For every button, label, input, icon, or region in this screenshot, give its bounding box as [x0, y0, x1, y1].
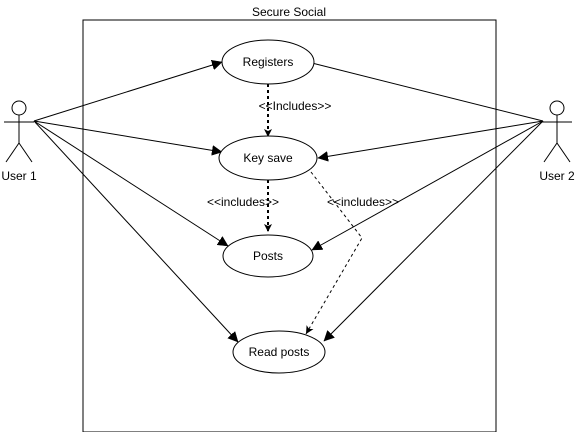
actor-user-2-right-leg: [556, 142, 571, 163]
system-title: Secure Social: [252, 5, 326, 19]
assoc-user2-readposts: [324, 120, 544, 341]
actor-user-2-head: [549, 100, 565, 116]
include-label-keysave-readposts: <<includes>>: [327, 195, 399, 209]
assoc-user2-registers: [300, 60, 544, 122]
usecase-read-posts[interactable]: Read posts: [232, 330, 326, 374]
assoc-user1-readposts: [33, 120, 238, 342]
actor-user-1-head: [11, 100, 27, 116]
include-label-registers-keysave: <<Includes>>: [259, 99, 332, 113]
usecase-read-posts-label: Read posts: [249, 345, 310, 359]
actor-user-2[interactable]: User 2: [539, 100, 575, 183]
usecase-read-posts-shape: [232, 330, 326, 374]
actor-user-2-label: User 2: [539, 169, 575, 183]
assoc-user1-keysave: [33, 120, 222, 152]
usecase-key-save-shape: [218, 135, 318, 181]
usecase-registers-label: Registers: [243, 55, 294, 69]
include-label-keysave-posts: <<includes>>: [207, 195, 279, 209]
actor-user-1-left-leg: [5, 142, 20, 163]
usecase-registers[interactable]: Registers: [221, 39, 315, 85]
assoc-user2-posts: [312, 120, 544, 251]
system-boundary: [82, 19, 497, 432]
usecase-posts-shape: [222, 234, 314, 278]
actor-user-1[interactable]: User 1: [1, 100, 37, 183]
usecase-key-save[interactable]: Key save: [218, 135, 318, 181]
assoc-user2-keysave: [318, 120, 544, 158]
usecase-posts[interactable]: Posts: [222, 234, 314, 278]
actor-user-2-left-leg: [543, 142, 558, 163]
include-keysave-readposts: [305, 171, 363, 335]
usecase-registers-shape: [221, 39, 315, 85]
assoc-user1-registers: [33, 62, 222, 122]
actor-user-1-right-leg: [18, 142, 33, 163]
assoc-user1-posts: [33, 120, 228, 247]
usecase-key-save-label: Key save: [243, 151, 293, 165]
usecase-posts-label: Posts: [253, 249, 283, 263]
actor-user-1-label: User 1: [1, 169, 37, 183]
